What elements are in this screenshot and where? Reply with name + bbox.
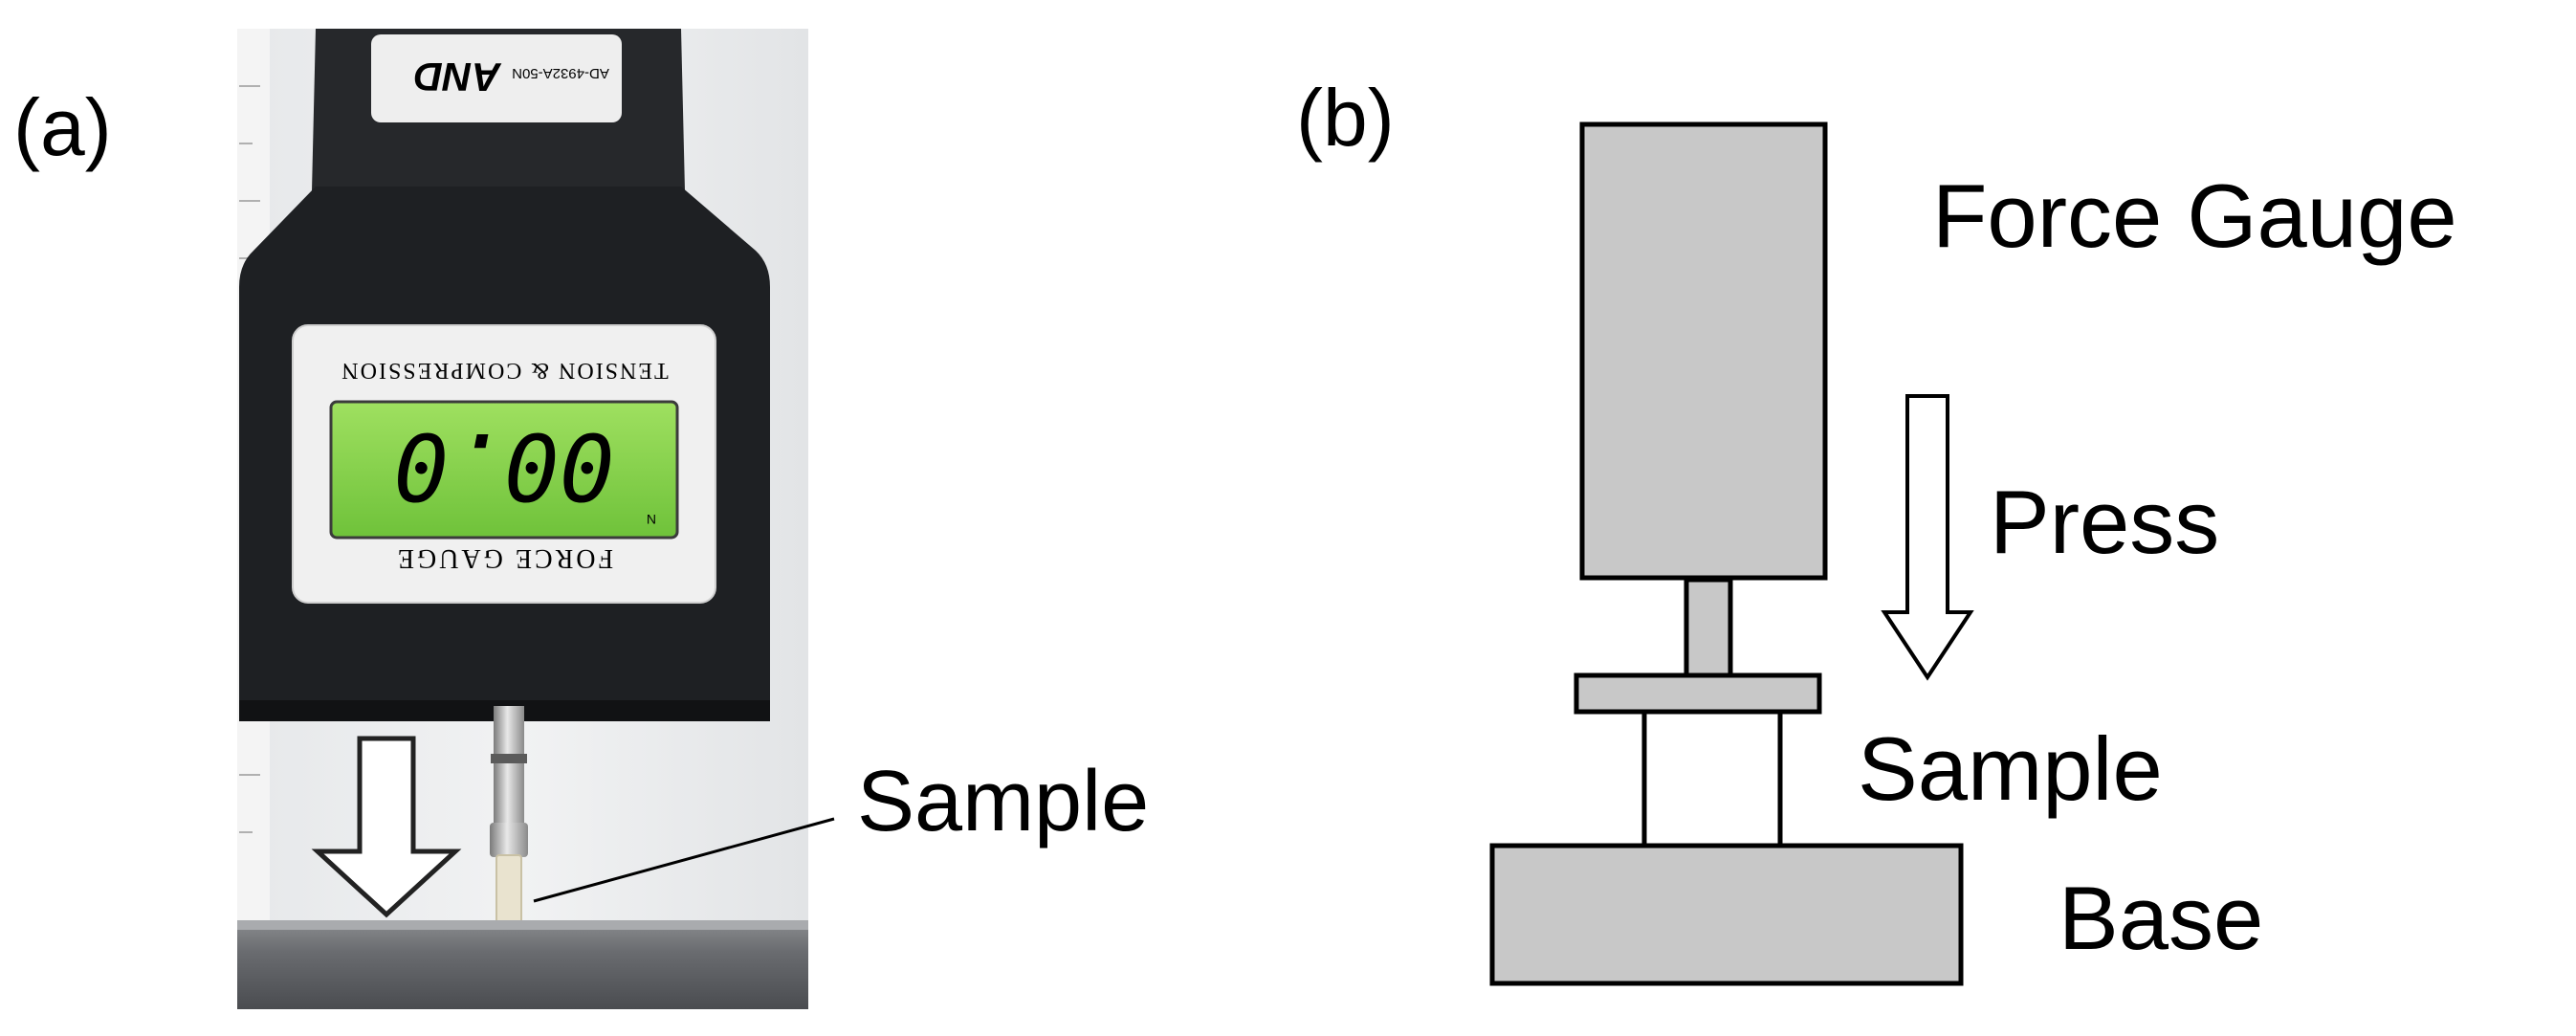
sample-label-b: Sample — [1858, 718, 2163, 819]
press-plate — [1574, 672, 1822, 715]
press-arrow — [1881, 394, 1974, 681]
panel-a-label: (a) — [13, 82, 112, 172]
sample-label-a: Sample — [857, 754, 1149, 849]
force-gauge-block — [1579, 121, 1828, 581]
lcd-top-caption: TENSION & COMPRESSION — [340, 358, 668, 383]
lcd-bottom-caption: FORCE GAUGE — [395, 543, 613, 573]
base-label: Base — [2059, 868, 2263, 968]
brand-logo: AND — [414, 55, 502, 99]
press-arrow-photo — [311, 736, 462, 918]
lcd-screen — [329, 400, 679, 540]
model-number: AD-4932A-50N — [512, 65, 609, 81]
lcd-reading: 00.0 — [393, 412, 614, 519]
model-label-plate — [371, 34, 622, 122]
panel-b-label: (b) — [1296, 73, 1395, 163]
force-gauge-photo: AND AD-4932A-50N TENSION & COMPRESSION 0… — [237, 29, 808, 1009]
lcd-unit: N — [647, 512, 656, 527]
sample-photo — [495, 854, 522, 925]
gauge-shaft — [1684, 577, 1733, 678]
plunger-rod — [494, 706, 524, 840]
schematic-diagram — [1489, 121, 1974, 986]
sample-callout-line — [533, 817, 835, 903]
base-block — [1489, 843, 1964, 986]
force-gauge-label: Force Gauge — [1932, 165, 2457, 266]
sample-block — [1641, 709, 1783, 849]
press-label: Press — [1990, 472, 2219, 572]
base-plate-photo — [237, 920, 808, 1009]
